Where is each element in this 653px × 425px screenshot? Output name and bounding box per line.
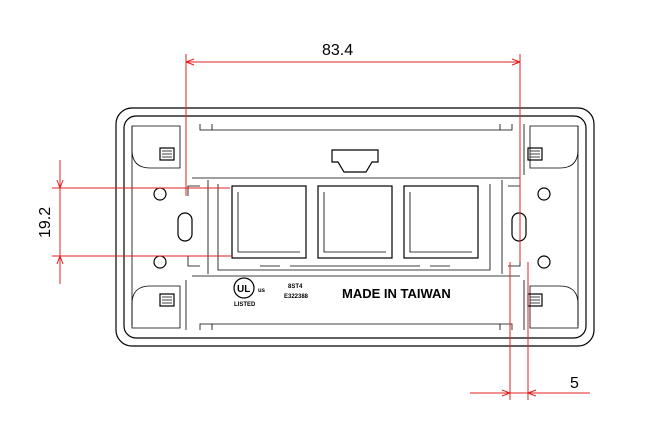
ul-listed-mark: UL us LISTED	[233, 277, 266, 308]
jack-opening-1	[231, 185, 307, 259]
width-dimension: 83.4	[185, 42, 521, 262]
cert-listed-text: LISTED	[234, 302, 256, 308]
height-dimension-label: 19.2	[37, 207, 54, 238]
offset-dimension-label: 5	[570, 375, 579, 392]
corner-clip-bottom-left	[131, 285, 181, 329]
width-dimension-label: 83.4	[322, 42, 353, 59]
jack-opening-3	[403, 185, 479, 259]
corner-clip-bottom-right	[527, 285, 579, 329]
corner-clip-top-left	[131, 125, 181, 169]
corner-clip-top-right	[527, 125, 579, 169]
mounting-holes	[153, 187, 551, 269]
height-dimension: 19.2	[37, 160, 232, 284]
faceplate-body	[115, 107, 595, 347]
model-line-2: E322388	[284, 294, 309, 300]
cert-us-text: us	[258, 288, 266, 294]
model-line-1: 8ST4	[288, 284, 303, 290]
origin-marking: MADE IN TAIWAN	[342, 286, 451, 301]
offset-dimension: 5	[470, 262, 590, 400]
top-latch	[331, 149, 379, 173]
jack-opening-2	[317, 185, 393, 259]
jack-frame	[217, 184, 491, 271]
ul-letters: UL	[237, 284, 250, 295]
